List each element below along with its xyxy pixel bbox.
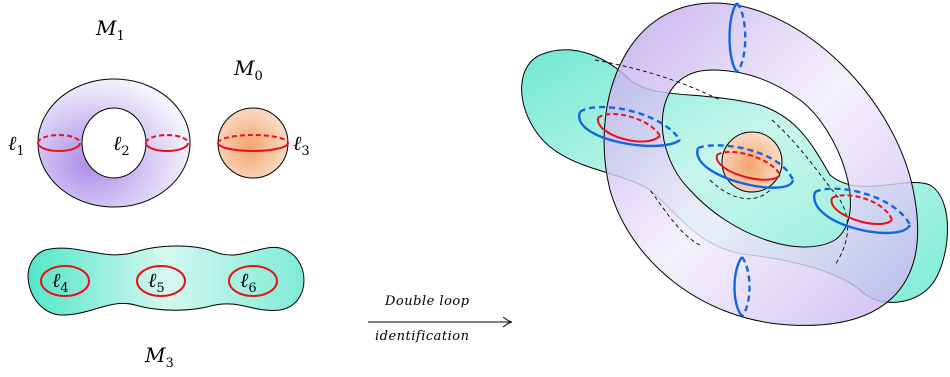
label-l1: ℓ1 bbox=[8, 131, 25, 159]
sphere-m0 bbox=[217, 107, 289, 179]
loop-l4 bbox=[40, 265, 90, 297]
loop-l5 bbox=[136, 265, 186, 297]
label-l3: ℓ3 bbox=[293, 131, 310, 159]
glued-loop-pair-2 bbox=[696, 144, 795, 189]
surface-m3 bbox=[27, 245, 305, 316]
glued-loop-pair-1 bbox=[578, 105, 681, 148]
arrow-bottom-text: identification bbox=[375, 329, 470, 344]
glued-surface bbox=[521, 2, 948, 326]
label-m1: M1 bbox=[95, 16, 125, 44]
identification-arrow: Double loop identification bbox=[368, 294, 513, 344]
label-l6: ℓ6 bbox=[240, 268, 257, 296]
glued-torus-band bbox=[603, 2, 919, 326]
blue-meridian-top bbox=[728, 2, 747, 73]
label-m3: M3 bbox=[144, 343, 174, 371]
label-l2: ℓ2 bbox=[113, 131, 130, 159]
arrow-top-text: Double loop bbox=[384, 294, 470, 309]
loop-l1 bbox=[37, 134, 81, 152]
label-l4: ℓ4 bbox=[52, 268, 69, 296]
blue-meridian-bottom bbox=[733, 256, 751, 317]
torus-m1 bbox=[37, 78, 191, 208]
glued-loop-pair-3 bbox=[813, 187, 912, 235]
label-l5: ℓ5 bbox=[148, 268, 165, 296]
glued-sphere bbox=[721, 131, 783, 193]
loop-l6 bbox=[228, 265, 278, 297]
loop-l2 bbox=[145, 134, 189, 152]
label-m0: M0 bbox=[233, 56, 263, 84]
